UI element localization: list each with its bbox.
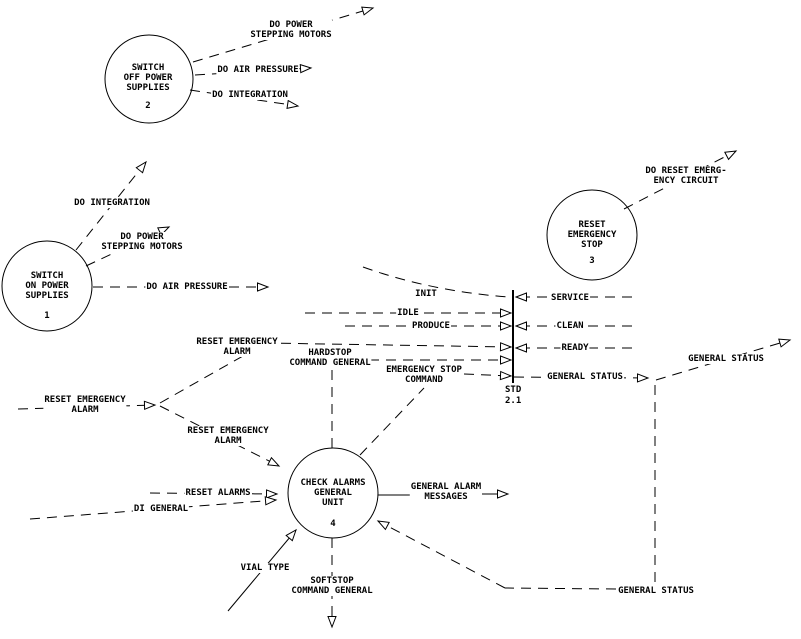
flow-label-do-integration-2: DO INTEGRATION (211, 90, 289, 100)
flow-label-general-status-bar: GENERAL STATUS (546, 372, 624, 382)
flow-label-reset-emergency-alarm-left: RESET EMERGENCY ALARM (43, 395, 127, 415)
flow-line-general-status-out (513, 373, 650, 383)
flow-label-emergency-stop-command: EMERGENCY STOP COMMAND (385, 365, 463, 385)
flow-label-produce: PRODUCE (411, 321, 451, 331)
node-number-1: 1 (44, 311, 50, 321)
flow-label-do-integration-1: DO INTEGRATION (73, 198, 151, 208)
node-label-switch-off-power: SWITCH OFF POWER SUPPLIES (123, 63, 173, 93)
flow-label-ready: READY (560, 343, 590, 353)
flow-label-clean: CLEAN (555, 321, 585, 331)
flow-label-idle: IDLE (396, 308, 420, 318)
process-node-check-alarms[interactable] (287, 447, 379, 539)
flow-label-general-alarm-messages: GENERAL ALARM MESSAGES (409, 482, 483, 502)
flow-label-vial-type: VIAL TYPE (239, 563, 291, 573)
process-node-switch-off-power[interactable] (104, 34, 194, 124)
flow-line-general-status-horizontal (504, 587, 617, 590)
flow-line-emergency-stop-diagonal (359, 387, 425, 456)
flow-line-do-reset-emergency-circuit (623, 150, 738, 210)
process-node-switch-on-power[interactable] (1, 240, 93, 332)
std-bar-id: 2.1 (504, 396, 523, 406)
flow-label-init: INIT (414, 289, 438, 299)
flow-line-general-status-to-node4 (376, 520, 506, 589)
flow-label-general-status-upper: GENERAL STATUS (687, 354, 765, 364)
flow-line-emergency-stop-to-bar (463, 370, 513, 381)
flow-label-hardstop-command-general: HARDSTOP COMMAND GENERAL (288, 348, 372, 368)
flow-label-do-air-pressure-2: DO AIR PRESSURE (216, 65, 300, 75)
node-number-3: 3 (589, 256, 595, 266)
node-label-switch-on-power: SWITCH ON POWER SUPPLIES (25, 271, 69, 301)
flow-label-reset-emergency-alarm-branch: RESET EMERGENCY ALARM (186, 426, 270, 446)
flow-label-do-power-stepping-motors-1: DO POWER STEPPING MOTORS (100, 232, 184, 252)
flow-label-di-general: DI GENERAL (132, 504, 190, 514)
flow-label-reset-alarms: RESET ALARMS (184, 488, 252, 498)
flow-label-do-power-stepping-motors-2: DO POWER STEPPING MOTORS (249, 20, 333, 40)
node-label-reset-emergency-stop: RESET EMERGENCY STOP (567, 220, 617, 250)
flow-label-softstop-command-general: SOFTSTOP COMMAND GENERAL (290, 576, 374, 596)
std-bar-label: STD (504, 385, 523, 395)
flow-line-init (362, 266, 509, 298)
flow-line-reset-alarms (149, 489, 279, 499)
flow-label-reset-emergency-alarm-mid: RESET EMERGENCY ALARM (195, 337, 279, 357)
flow-line-reset-emergency-alarm-to-bar (263, 342, 513, 352)
flow-label-service: SERVICE (550, 293, 590, 303)
process-node-reset-emergency-stop[interactable] (546, 189, 638, 281)
flow-line-reset-emergency-alarm-to-node4 (159, 405, 281, 467)
flow-label-general-status-lower: GENERAL STATUS (617, 586, 695, 596)
node-label-check-alarms: CHECK ALARMS GENERAL UNIT (300, 478, 366, 508)
node-number-4: 4 (330, 519, 336, 529)
node-number-2: 2 (145, 101, 151, 111)
flow-label-do-reset-emergency-circuit: DO RESET EMERG- ENCY CIRCUIT (644, 166, 728, 186)
flow-line-reset-emergency-alarm-up (159, 355, 244, 404)
flow-label-do-air-pressure-1: DO AIR PRESSURE (145, 282, 229, 292)
